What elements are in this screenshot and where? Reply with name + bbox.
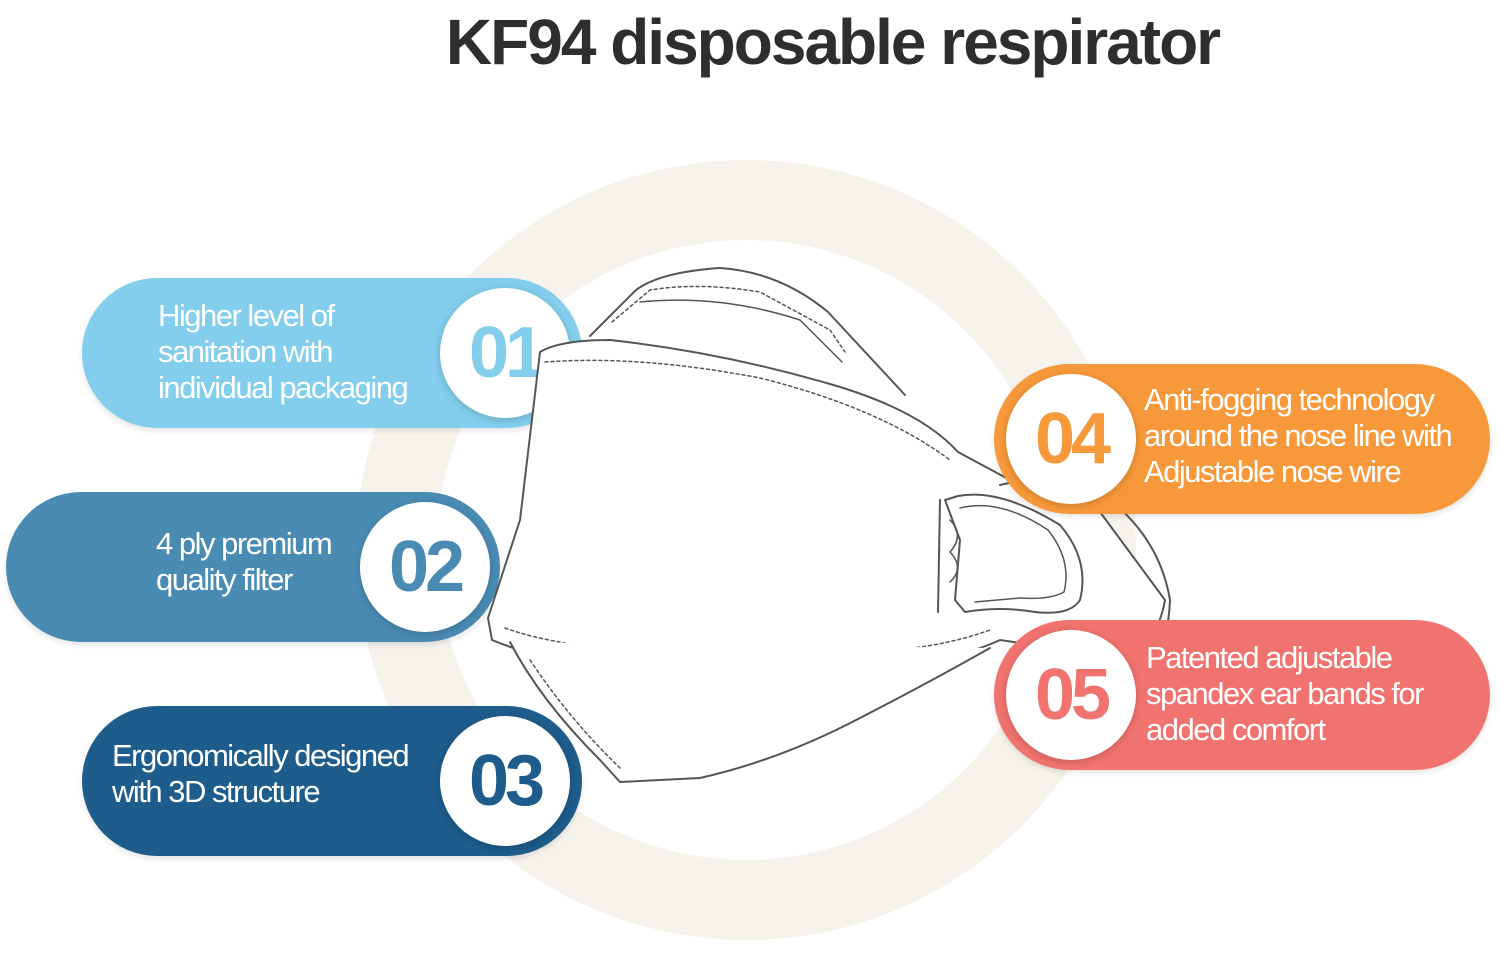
ear-loop — [944, 493, 1084, 614]
feature-number-01: 01 — [468, 313, 545, 393]
feature-badge-03: 03 — [440, 716, 570, 846]
feature-text-03: Ergonomically designed with 3D structure — [112, 738, 410, 809]
feature-badge-02: 02 — [360, 502, 490, 632]
feature-pill-04: 04 Anti-fogging technology around the no… — [994, 364, 1490, 514]
feature-text-05: Patented adjustable spandex ear bands fo… — [1146, 640, 1425, 747]
page-title: KF94 disposable respirator — [445, 6, 1221, 78]
feature-text-01: Higher level of sanitation with individu… — [158, 298, 409, 405]
feature-number-04: 04 — [1034, 399, 1111, 479]
feature-number-05: 05 — [1034, 655, 1111, 735]
feature-text-02: 4 ply premium quality filter — [156, 526, 333, 597]
feature-pill-02: 4 ply premium quality filter 02 — [6, 492, 500, 642]
feature-text-04: Anti-fogging technology around the nose … — [1144, 382, 1453, 489]
feature-badge-05: 05 — [1006, 630, 1136, 760]
mask-chin-panel — [509, 641, 991, 783]
feature-pill-03: Ergonomically designed with 3D structure… — [82, 706, 582, 856]
feature-number-02: 02 — [388, 527, 465, 607]
feature-number-03: 03 — [468, 741, 545, 821]
feature-pill-05: 05 Patented adjustable spandex ear bands… — [994, 620, 1490, 770]
feature-pill-01: Higher level of sanitation with individu… — [82, 278, 582, 428]
feature-badge-04: 04 — [1006, 374, 1136, 504]
